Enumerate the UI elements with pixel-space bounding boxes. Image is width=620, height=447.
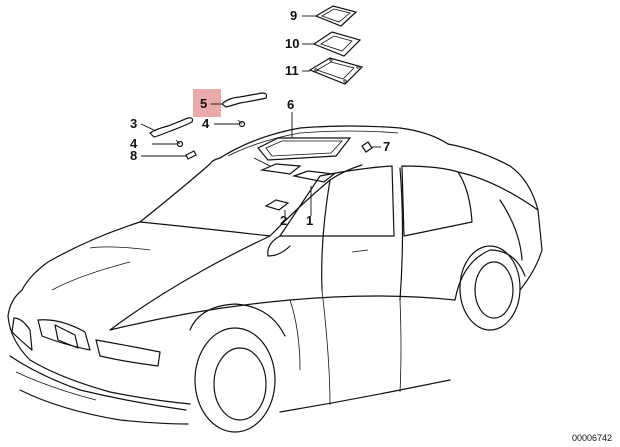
part-3-handle[interactable] [149,117,194,138]
part-2-bracket[interactable] [264,199,290,211]
part-4-screw-upper[interactable] [237,119,246,128]
car-roof [209,125,449,183]
callout-11[interactable]: 11 [285,63,299,78]
part-5-handle[interactable] [221,92,268,108]
callout-3[interactable]: 3 [130,116,138,131]
callout-8[interactable]: 8 [130,148,138,163]
callout-7[interactable]: 7 [383,139,391,154]
part-4-screw-lower[interactable] [175,139,184,148]
callout-5[interactable]: 5 [200,96,208,111]
callout-1[interactable]: 1 [306,213,314,228]
part-7-clip[interactable] [361,141,373,153]
part-9-frame[interactable] [314,5,358,27]
callout-2[interactable]: 2 [280,213,288,228]
part-6-headliner[interactable] [257,137,352,161]
callout-9[interactable]: 9 [290,8,298,23]
callout-4-lower[interactable]: 4 [130,136,138,151]
car-body [7,143,543,433]
callout-4-upper[interactable]: 4 [202,116,210,131]
part-10-frame[interactable] [312,31,362,57]
part-11-frame[interactable] [308,57,364,85]
callout-10[interactable]: 10 [285,36,300,51]
callout-6[interactable]: 6 [287,97,295,112]
reference-number: 00006742 [572,433,613,443]
selected-part-highlight[interactable] [193,89,221,117]
part-8-cap[interactable] [185,150,197,160]
